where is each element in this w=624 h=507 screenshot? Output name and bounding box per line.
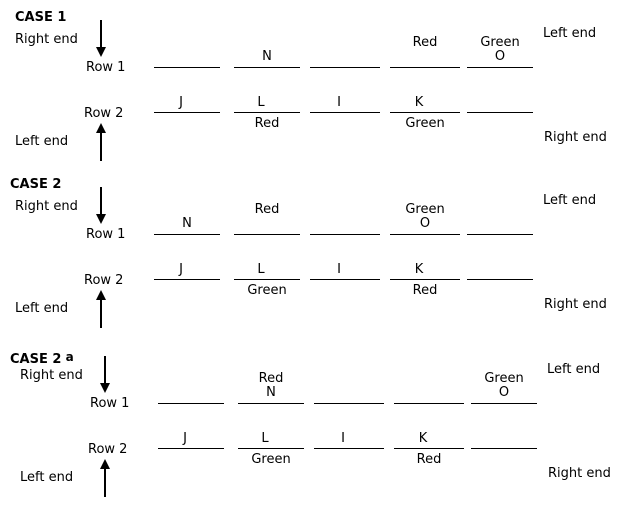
bottom-left-end-label: Left end [15,301,69,316]
row2-seat-line [234,112,300,113]
row2-seat-line [310,279,380,280]
bottom-left-end-label: Left end [15,134,69,149]
case-title-text: CASE 2 [10,177,62,192]
seat-color-label: Green [405,116,445,131]
row2-seat-line [238,448,304,449]
row2-seat-line [394,448,464,449]
row2-seat-line [471,448,537,449]
seat-color-label: Red [416,452,442,467]
seat-person-label: I [337,262,341,277]
top-right-end-label: Left end [547,362,601,377]
case-title: CASE 1 [15,10,66,25]
top-left-end-label: Right end [20,368,83,383]
seat-person-label: L [261,431,269,446]
case-title: CASE 2 [10,177,61,192]
row1-seat-line [310,67,380,68]
top-left-end-label: Right end [15,199,78,214]
seat-person-label: I [337,95,341,110]
seat-color-label: Green [247,283,287,298]
row1-seat-line [467,67,533,68]
bottom-left-end-label: Left end [20,470,74,485]
seat-person-label: K [418,431,428,446]
row1-seat-line [390,234,460,235]
case-title-text: CASE 2 [10,352,62,367]
seat-color-label: Green [480,35,520,50]
bottom-right-end-label: Right end [544,297,607,312]
row1-seat-line [154,67,220,68]
seat-person-label: O [419,216,431,231]
row-2-label: Row 2 [84,273,124,288]
row2-seat-line [154,279,220,280]
row-1-label: Row 1 [86,60,126,75]
row1-seat-line [234,67,300,68]
row2-seat-line [154,112,220,113]
seat-person-label: L [257,262,265,277]
seat-person-label: I [341,431,345,446]
row1-seat-line [238,403,304,404]
row1-seat-line [154,234,220,235]
seat-person-label: L [257,95,265,110]
seat-person-label: O [494,49,506,64]
row2-seat-line [467,279,533,280]
seat-color-label: Red [412,283,438,298]
seat-person-label: O [498,385,510,400]
case-title: CASE 2 a [10,350,74,367]
row2-seat-line [158,448,224,449]
seat-color-label: Green [405,202,445,217]
row1-seat-line [310,234,380,235]
top-left-end-label: Right end [15,32,78,47]
row2-seat-line [390,112,460,113]
row1-seat-line [390,67,460,68]
row2-seat-line [310,112,380,113]
seat-person-label: N [266,385,276,400]
seat-color-label: Green [484,371,524,386]
row1-seat-line [234,234,300,235]
case-title-suffix: a [61,350,74,364]
seat-person-label: J [183,431,187,446]
seat-color-label: Red [412,35,438,50]
seat-color-label: Green [251,452,291,467]
row-1-label: Row 1 [90,396,130,411]
row1-seat-line [394,403,464,404]
row1-seat-line [471,403,537,404]
row1-seat-line [467,234,533,235]
seat-person-label: K [414,95,424,110]
seat-color-label: Red [254,116,280,131]
row2-seat-line [390,279,460,280]
top-right-end-label: Left end [543,193,597,208]
case-title-text: CASE 1 [15,10,67,25]
row-2-label: Row 2 [84,106,124,121]
seat-person-label: K [414,262,424,277]
bottom-right-end-label: Right end [544,130,607,145]
bottom-right-end-label: Right end [548,466,611,481]
row2-seat-line [234,279,300,280]
seat-color-label: Red [254,202,280,217]
seat-person-label: N [182,216,192,231]
row1-seat-line [158,403,224,404]
row2-seat-line [314,448,384,449]
seat-color-label: Red [258,371,284,386]
top-right-end-label: Left end [543,26,597,41]
row-1-label: Row 1 [86,227,126,242]
seat-person-label: J [179,95,183,110]
row1-seat-line [314,403,384,404]
seat-person-label: N [262,49,272,64]
seat-person-label: J [179,262,183,277]
row2-seat-line [467,112,533,113]
row-2-label: Row 2 [88,442,128,457]
